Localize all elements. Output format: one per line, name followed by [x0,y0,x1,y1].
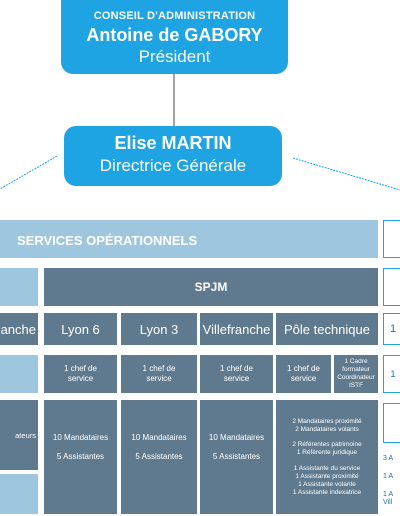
director-name: Elise MARTIN [114,133,232,153]
staff-lyon3: 10 Mandataires 5 Assistantes [121,400,197,514]
pole-staff-line-4: 1 Référente juridique [296,449,358,457]
operational-services-header: SERVICES OPÉRATIONNELS [0,220,378,258]
staff-villefranche-assistantes: 5 Assistantes [212,451,261,461]
cadre-pole-technique-text: 1 Cadre formateur Coordinateur ISTF [337,357,375,390]
right-text-3a: 3 A [383,455,394,462]
chef-lyon6-text: 1 chef de service [64,364,97,383]
right-cell-1 [383,220,400,258]
pole-staff-line-6: 1 Assistante proximité [295,472,359,480]
city-villefranche: Villefranche [200,313,273,345]
left-cell-3 [0,355,38,393]
city-lyon6-label: Lyon 6 [61,321,100,337]
city-villefranche-label: Villefranche [202,321,271,337]
staff-lyon3-mandataires: 10 Mandataires [131,433,187,442]
left-city-cell: anche [0,313,38,345]
pole-staff-line-1: 2 Mandataires proximité [292,418,362,425]
chef-lyon3-text: 1 chef de service [142,364,176,383]
pole-staff-line-7: 1 Assistante volante [298,480,356,488]
city-pole-technique: Pôle technique [276,313,378,345]
right-text-1a: 1 A [383,473,394,481]
director-box: Elise MARTIN Directrice Générale [64,126,282,186]
pole-staff-line-8: 1 Assistante indexatrice [292,488,362,496]
right-cell-2 [383,268,400,306]
left-staff-cell: ateurs [0,400,38,470]
cadre-pole-technique: 1 Cadre formateur Coordinateur ISTF [334,355,378,393]
chef-lyon3: 1 chef de service [121,355,197,393]
chef-pole-technique: 1 chef de service [276,355,331,393]
director-title: Directrice Générale [99,156,247,175]
staff-lyon6-mandataires: 10 Mandataires [52,433,109,442]
board-label: CONSEIL D'ADMINISTRATION [93,10,256,22]
right-cell-4: 1 [383,355,400,393]
right-cell-3-text: 1 [389,323,397,335]
right-cell-6: 3 A 1 A 1 A Vill [383,446,400,516]
pole-staff-line-2: 2 Mandataires volants [295,426,359,434]
staff-lyon6: 10 Mandataires 5 Assistantes [44,400,117,514]
spjm-label: SPJM [194,280,228,294]
right-cell-5 [383,403,400,443]
staff-pole-technique: 2 Mandataires proximité 2 Mandataires vo… [276,400,378,514]
left-staff-text: ateurs [15,430,36,440]
right-text-vill: Vill [383,499,393,507]
right-cell-4-text: 1 [390,369,396,379]
left-cell-5 [0,474,38,514]
staff-villefranche-mandataires: 10 Mandataires [208,433,265,442]
pole-staff-line-3: 2 Référentes patrimoine [292,441,362,449]
left-cell-1 [0,268,38,306]
staff-lyon6-assistantes: 5 Assistantes [56,451,105,461]
spjm-header: SPJM [44,268,378,306]
chef-pole-technique-text: 1 chef de service [287,364,320,383]
city-lyon3: Lyon 3 [121,313,197,345]
left-city-text: anche [0,321,36,337]
board-box: CONSEIL D'ADMINISTRATION Antoine de GABO… [61,0,288,74]
operational-services-label: SERVICES OPÉRATIONNELS [17,233,198,248]
president-title: Président [138,47,211,66]
staff-villefranche: 10 Mandataires 5 Assistantes [200,400,273,514]
staff-lyon3-assistantes: 5 Assistantes [135,451,183,461]
city-lyon6: Lyon 6 [44,313,117,345]
right-text-1a-b: 1 A [383,490,394,498]
city-lyon3-label: Lyon 3 [139,321,179,337]
president-name: Antoine de GABORY [86,25,263,45]
city-pole-technique-label: Pôle technique [283,321,370,337]
chef-villefranche: 1 chef de service [200,355,273,393]
right-cell-3: 1 [383,313,400,345]
chef-villefranche-text: 1 chef de service [220,364,253,383]
pole-staff-line-5: 1 Assistante du service [293,464,361,472]
chef-lyon6: 1 chef de service [44,355,117,393]
